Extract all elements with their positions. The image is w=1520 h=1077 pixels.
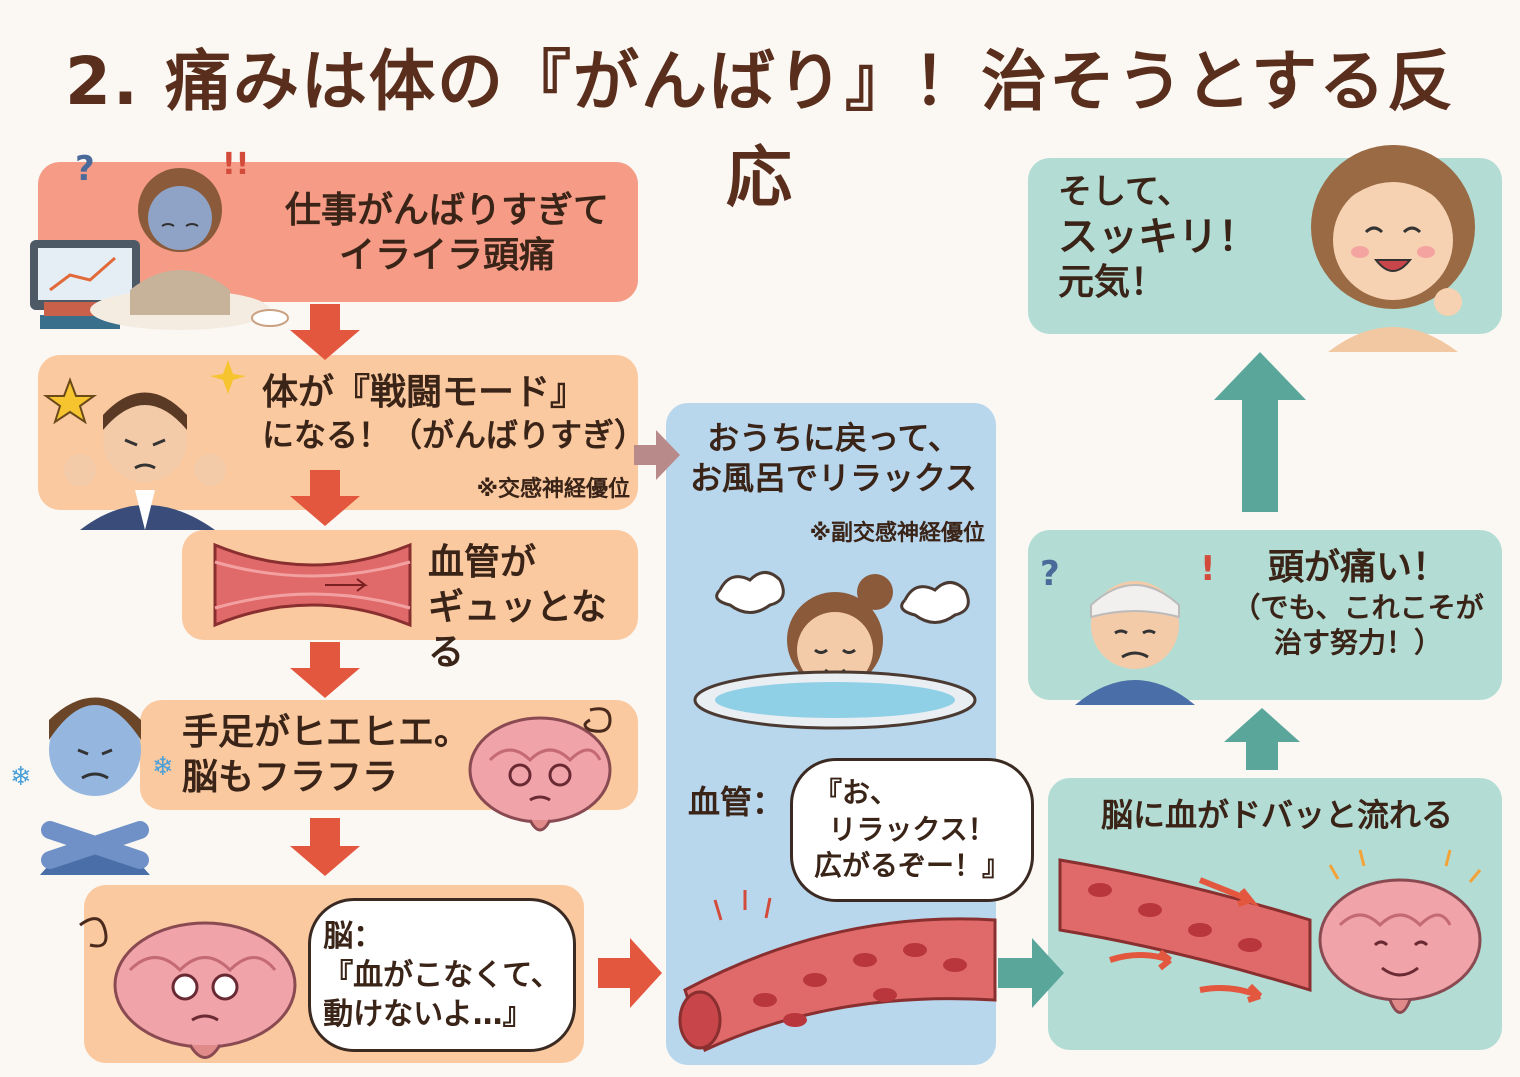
cold-boy-illustration: ❄ ❄ bbox=[10, 697, 174, 875]
step2-line1: 体が『戦闘モード』 bbox=[262, 372, 587, 413]
blood-flow-brain-illustration bbox=[1058, 849, 1482, 1014]
step4-text: 手足がヒエヒエ。 脳もフラフラ bbox=[182, 710, 482, 800]
vessel-speech-line3: 広がるぞー！』 bbox=[813, 849, 1010, 883]
dizzy-brain-illustration bbox=[468, 707, 612, 832]
constricted-vessel-illustration bbox=[213, 542, 412, 628]
final-text: そして、 スッキリ！ 元気！ bbox=[1058, 172, 1308, 304]
overworked-woman-illustration: ? !! bbox=[30, 147, 289, 330]
pain-text: 頭が痛い！ （でも、これこそが 治す努力！） bbox=[1218, 545, 1498, 660]
svg-text:!: ! bbox=[1200, 549, 1216, 589]
brain-speech-line2: 動けないよ…』 bbox=[323, 996, 533, 1032]
svg-text:❄: ❄ bbox=[152, 752, 174, 782]
step2-text: 体が『戦闘モード』 になる！（がんばりすぎ） bbox=[262, 370, 647, 455]
step4-line1: 手足がヒエヒエ。 bbox=[182, 712, 471, 753]
arrow-down-4 bbox=[290, 818, 360, 876]
relax-line2: お風呂でリラックス bbox=[689, 459, 978, 497]
step1-text: 仕事がんばりすぎて イライラ頭痛 bbox=[262, 188, 632, 278]
bandaged-boy-illustration: ? ! bbox=[1040, 549, 1216, 705]
relax-line1: おうちに戻って、 bbox=[707, 419, 960, 457]
svg-text:?: ? bbox=[75, 149, 95, 189]
page-title: 2. 痛みは体の『がんばり』！治そうとする反応 bbox=[65, 43, 1455, 216]
pain-line1: 頭が痛い！ bbox=[1267, 547, 1448, 588]
step3-text: 血管が ギュッとなる bbox=[428, 540, 638, 675]
flow-text: 脳に血がドバッと流れる bbox=[1100, 796, 1453, 834]
pain-line2: （でも、これこそが bbox=[1232, 591, 1484, 624]
step2-line2: になる！（がんばりすぎ） bbox=[262, 416, 647, 454]
arrow-right-to-relax bbox=[634, 430, 680, 480]
arrow-down-2 bbox=[290, 470, 360, 526]
angry-man-illustration bbox=[42, 360, 246, 530]
step2-note: ※交感神経優位 bbox=[476, 477, 630, 502]
arrow-down-1 bbox=[290, 304, 360, 360]
vessel-speech-line1: 『お、 bbox=[813, 776, 898, 810]
svg-text:?: ? bbox=[1040, 554, 1060, 594]
step3-line1: 血管が bbox=[428, 542, 537, 583]
step1-line2: イライラ頭痛 bbox=[338, 235, 555, 276]
final-line1: そして、 bbox=[1058, 172, 1192, 212]
brain-speech-line1: 『血がこなくて、 bbox=[323, 957, 561, 993]
happy-woman-illustration bbox=[1311, 145, 1475, 352]
arrow-right-to-flow bbox=[998, 938, 1064, 1008]
brain-speech-bubble: 脳： 『血がこなくて、 動けないよ…』 bbox=[308, 898, 576, 1052]
brain-speech-text: 脳： 『血がこなくて、 動けないよ…』 bbox=[323, 917, 561, 1034]
relax-note: ※副交感神経優位 bbox=[809, 521, 985, 546]
final-line2: スッキリ！ bbox=[1058, 213, 1258, 260]
final-line3: 元気！ bbox=[1058, 261, 1167, 303]
bath-woman-illustration bbox=[693, 571, 977, 730]
arrow-up-to-final bbox=[1214, 352, 1306, 512]
relax-text: おうちに戻って、 お風呂でリラックス bbox=[676, 418, 991, 498]
arrow-right-to-vessel bbox=[598, 938, 662, 1008]
step3-line2: ギュッとなる bbox=[428, 587, 607, 673]
step4-line2: 脳もフラフラ bbox=[182, 757, 399, 798]
vessel-speech-bubble: 『お、 リラックス！ 広がるぞー！』 bbox=[790, 758, 1034, 902]
brain-speaker: 脳： bbox=[323, 918, 384, 954]
step1-line1: 仕事がんばりすぎて bbox=[284, 190, 609, 231]
pain-line3: 治す努力！） bbox=[1273, 626, 1442, 659]
svg-text:!!: !! bbox=[222, 147, 249, 182]
worried-brain-illustration bbox=[79, 917, 297, 1059]
dilated-vessel-illustration bbox=[678, 890, 997, 1053]
arrow-down-3 bbox=[290, 642, 360, 698]
vessel-speech-line2: リラックス！ bbox=[828, 812, 996, 846]
arrow-up-to-pain bbox=[1224, 708, 1300, 770]
vessel-label: 血管： bbox=[688, 783, 785, 821]
vessel-speech-text: 『お、 リラックス！ 広がるぞー！』 bbox=[814, 775, 1010, 884]
svg-text:❄: ❄ bbox=[10, 762, 32, 792]
